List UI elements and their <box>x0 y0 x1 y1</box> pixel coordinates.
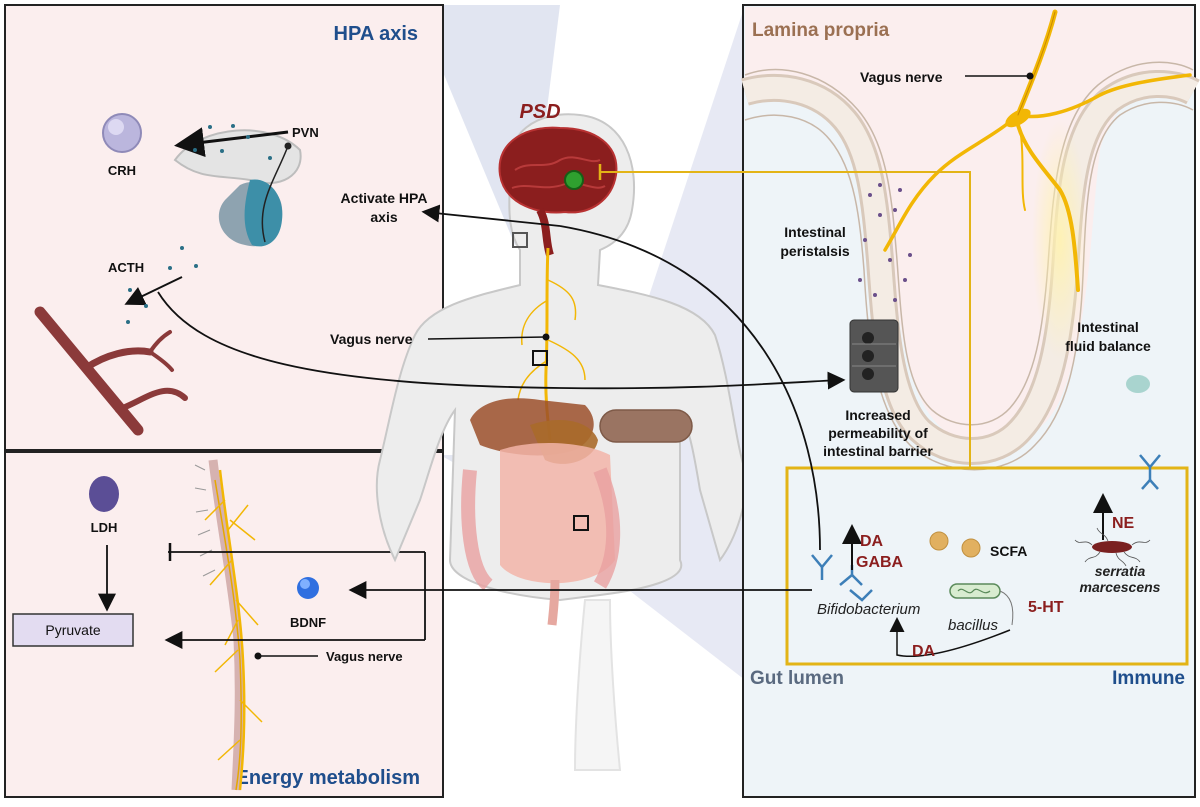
permeability-label-line3: intestinal barrier <box>823 443 933 459</box>
zoom-marker-neck <box>512 232 528 248</box>
gut-lumen-title: Gut lumen <box>750 668 844 689</box>
bacillus-label: bacillus <box>948 617 999 634</box>
scfa-particle-2 <box>961 538 981 558</box>
activate-hpa-arrow <box>421 204 561 227</box>
bacillus-icon <box>949 583 1014 626</box>
vagus-pointer-dot <box>254 652 262 660</box>
pyruvate-box <box>12 613 134 647</box>
peristalsis-label-line2: peristalsis <box>780 243 849 259</box>
pvn-pointer-line <box>261 145 289 243</box>
bifido-to-brain-line <box>559 225 821 551</box>
lamina-vagus-dot <box>1026 72 1034 80</box>
zoom-marker-gut <box>573 515 589 531</box>
lamina-title: Lamina propria <box>752 20 890 41</box>
acth-arrow <box>124 276 183 306</box>
intestinal-epithelium-icon <box>741 61 1200 471</box>
pvn-to-crh-arrow <box>174 127 289 158</box>
pvn-pointer-dot <box>284 142 292 150</box>
scfa-label: SCFA <box>990 543 1027 559</box>
da-label-1: DA <box>860 533 884 550</box>
lamina-vagus-label: Vagus nerve <box>860 69 943 85</box>
antibody-icon <box>1139 454 1161 490</box>
ne-label: NE <box>1112 515 1135 532</box>
gut-lumen-frame <box>785 466 1189 666</box>
activate-hpa-label-line1: Activate HPA <box>341 190 428 206</box>
crh-molecule-icon <box>102 113 142 153</box>
fluid-label-line2: fluid balance <box>1065 338 1151 354</box>
acth-to-barrier-arrow <box>157 291 846 390</box>
zoom-marker-chest <box>532 350 548 366</box>
serratia-label-1: serratia <box>1095 563 1146 579</box>
ldh-label: LDH <box>91 520 118 535</box>
gaba-label: GABA <box>856 554 904 571</box>
permeability-label-line1: Increased <box>845 407 910 423</box>
crh-label: CRH <box>108 163 136 178</box>
fluid-label-line1: Intestinal <box>1077 319 1138 335</box>
hpa-title: HPA axis <box>334 23 418 45</box>
acth-label: ACTH <box>108 260 144 275</box>
central-vagus-pointer <box>427 336 547 340</box>
bifidobacterium-label: Bifidobacterium <box>817 601 920 618</box>
bdnf-highlight <box>300 579 310 589</box>
immune-title: Immune <box>1112 668 1185 689</box>
da-arrow-bifido <box>889 617 1011 658</box>
pvn-label: PVN <box>292 125 319 140</box>
permeability-label-line2: permeability of <box>828 425 928 441</box>
crh-highlight <box>108 119 124 135</box>
blood-vessel-icon <box>34 306 188 436</box>
psd-title: PSD <box>519 101 560 123</box>
brain-icon <box>498 126 618 257</box>
scfa-particle-1 <box>929 531 949 551</box>
energy-title: Energy metabolism <box>235 767 420 789</box>
serratia-bacterium-icon <box>1074 527 1151 567</box>
central-vagus-label: Vagus nerve <box>330 331 413 347</box>
hpa-panel: HPA axis CRH PVN ACTH <box>4 4 444 451</box>
ldh-molecule-icon <box>89 476 119 512</box>
energy-vagus-label: Vagus nerve <box>326 649 403 664</box>
pyruvate-label: Pyruvate <box>45 622 100 638</box>
central-vagus-dot <box>542 333 550 341</box>
serratia-label-2: marcescens <box>1080 579 1161 595</box>
da-label-2: DA <box>912 643 936 660</box>
energy-panel: Energy metabolism LDH Pyruvate BDNF <box>4 451 444 798</box>
lamina-vagus-nerve-icon <box>883 9 1192 292</box>
neurotransmitter-particles <box>858 183 912 302</box>
activate-hpa-label-line2: axis <box>370 209 397 225</box>
peristalsis-label-line1: Intestinal <box>784 224 845 240</box>
digestive-organs-icon <box>461 398 693 626</box>
nerve-glow <box>1032 120 1088 360</box>
lumen-particle <box>1126 375 1150 393</box>
bdnf-label: BDNF <box>290 615 326 630</box>
crh-particles <box>193 124 272 160</box>
acth-particles <box>126 246 198 324</box>
serotonin-label: 5-HT <box>1028 599 1064 616</box>
brain-to-lamina-yellow-line <box>600 171 971 468</box>
